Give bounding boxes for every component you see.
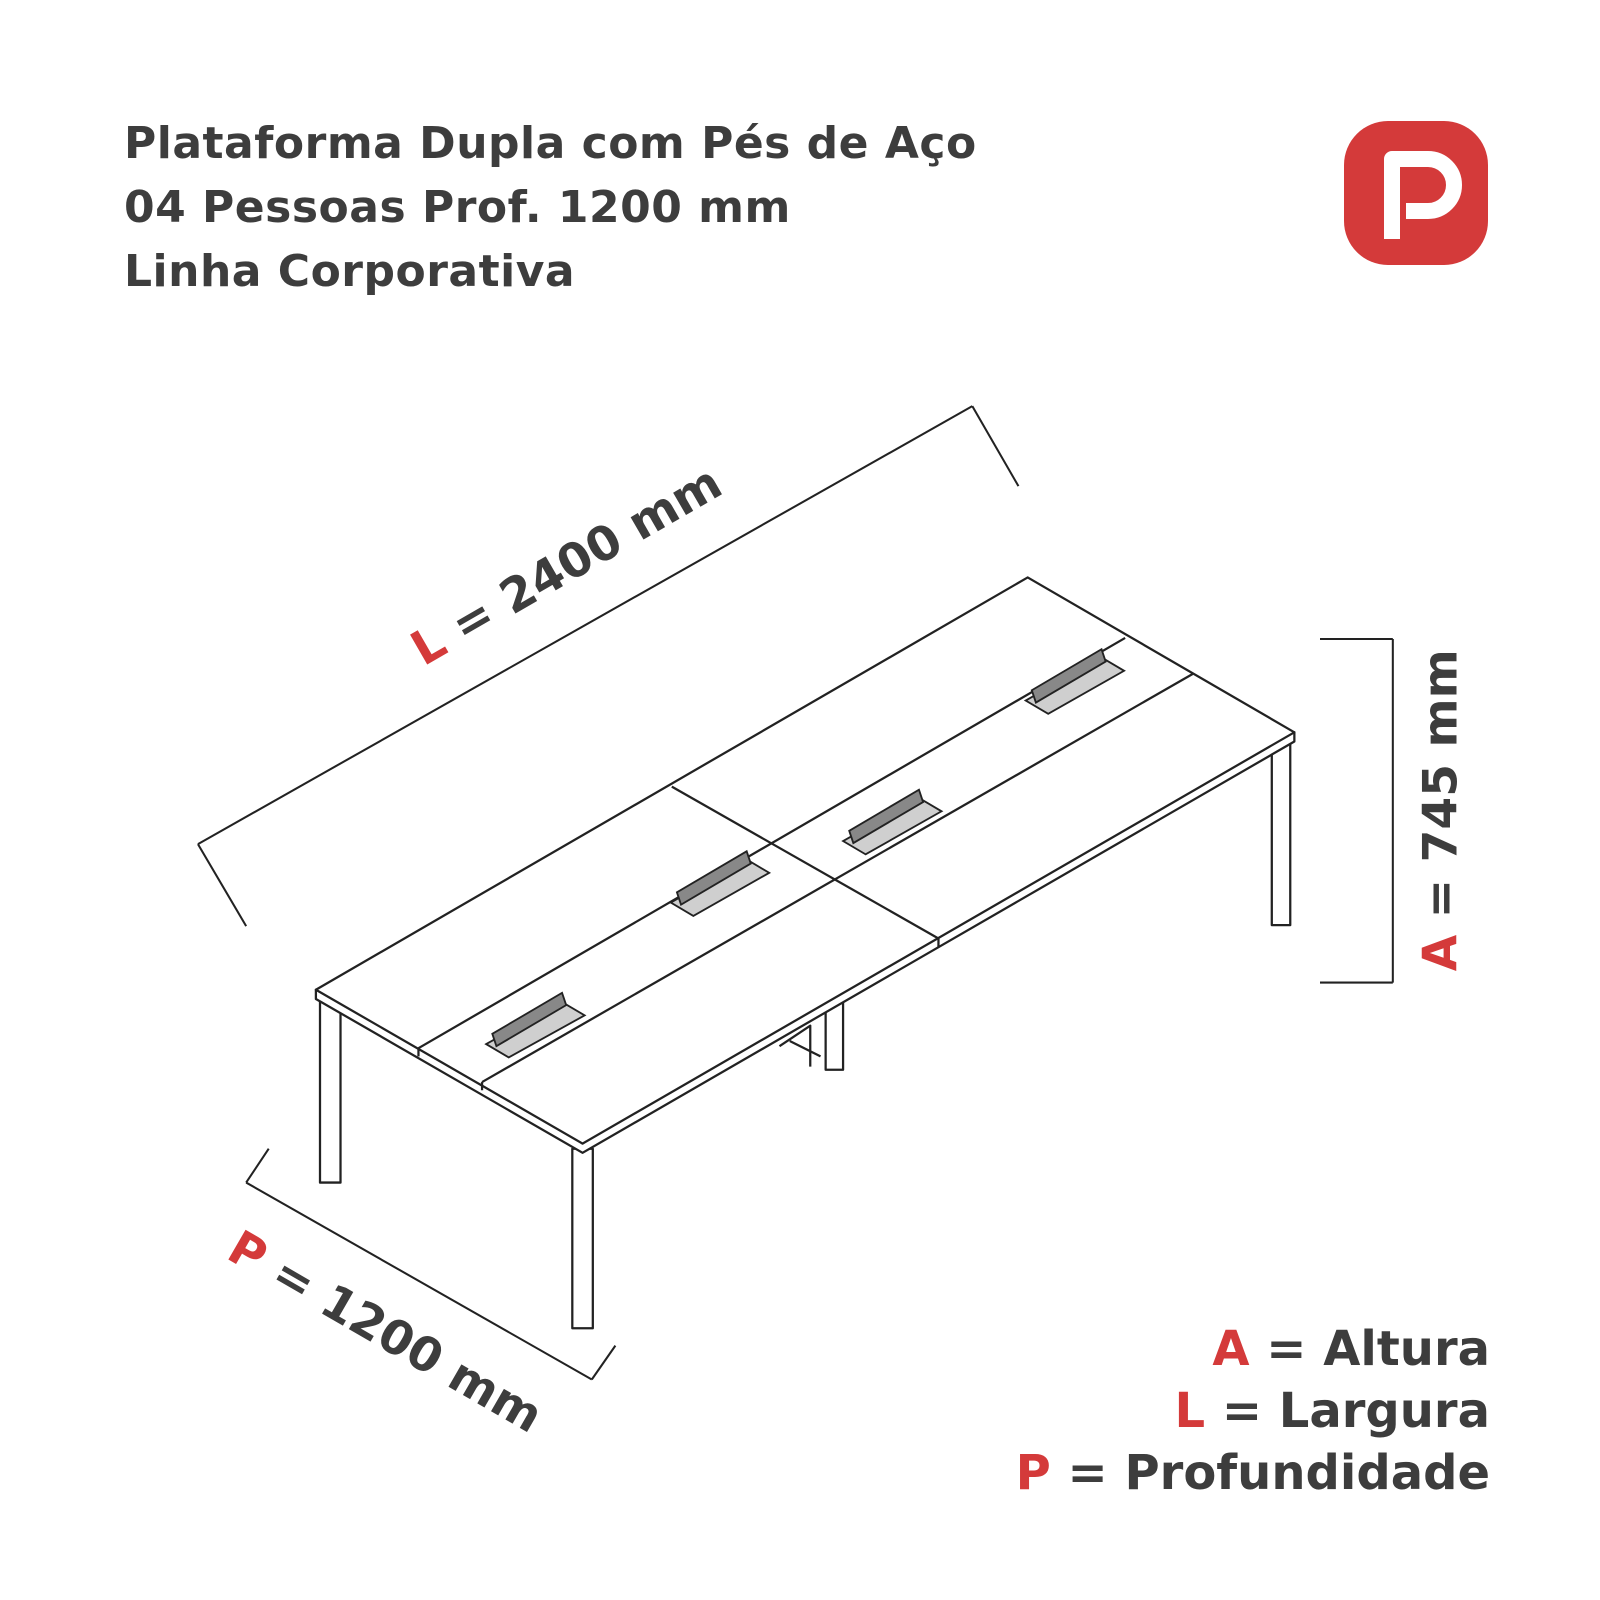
- support-bracket: [778, 1024, 822, 1067]
- brand-logo-icon: [1344, 121, 1488, 265]
- cable-grommets: [484, 647, 1126, 1059]
- legend-item-largura: L = Largura: [1174, 1383, 1490, 1439]
- product-title: Plataforma Dupla com Pés de Aço 04 Pesso…: [124, 112, 977, 304]
- table-drawing: [314, 576, 1296, 1330]
- table-leg: [318, 998, 342, 1184]
- title-line-2: 04 Pessoas Prof. 1200 mm: [124, 182, 791, 233]
- depth-dimension-label: P = 1200 mm: [219, 1220, 552, 1444]
- width-dimension-label: L = 2400 mm: [402, 455, 731, 677]
- legend: A = Altura L = Largura P = Profundidade: [1016, 1318, 1490, 1504]
- table-leg: [1270, 739, 1292, 927]
- dimension-lines: [197, 405, 1394, 1381]
- table-leg: [571, 1147, 594, 1330]
- title-line-3: Linha Corporativa: [124, 246, 576, 297]
- title-line-1: Plataforma Dupla com Pés de Aço: [124, 118, 977, 169]
- legend-item-altura: A = Altura: [1212, 1321, 1490, 1377]
- height-dimension-label: A = 745 mm: [1413, 649, 1468, 971]
- legend-item-profundidade: P = Profundidade: [1015, 1445, 1490, 1501]
